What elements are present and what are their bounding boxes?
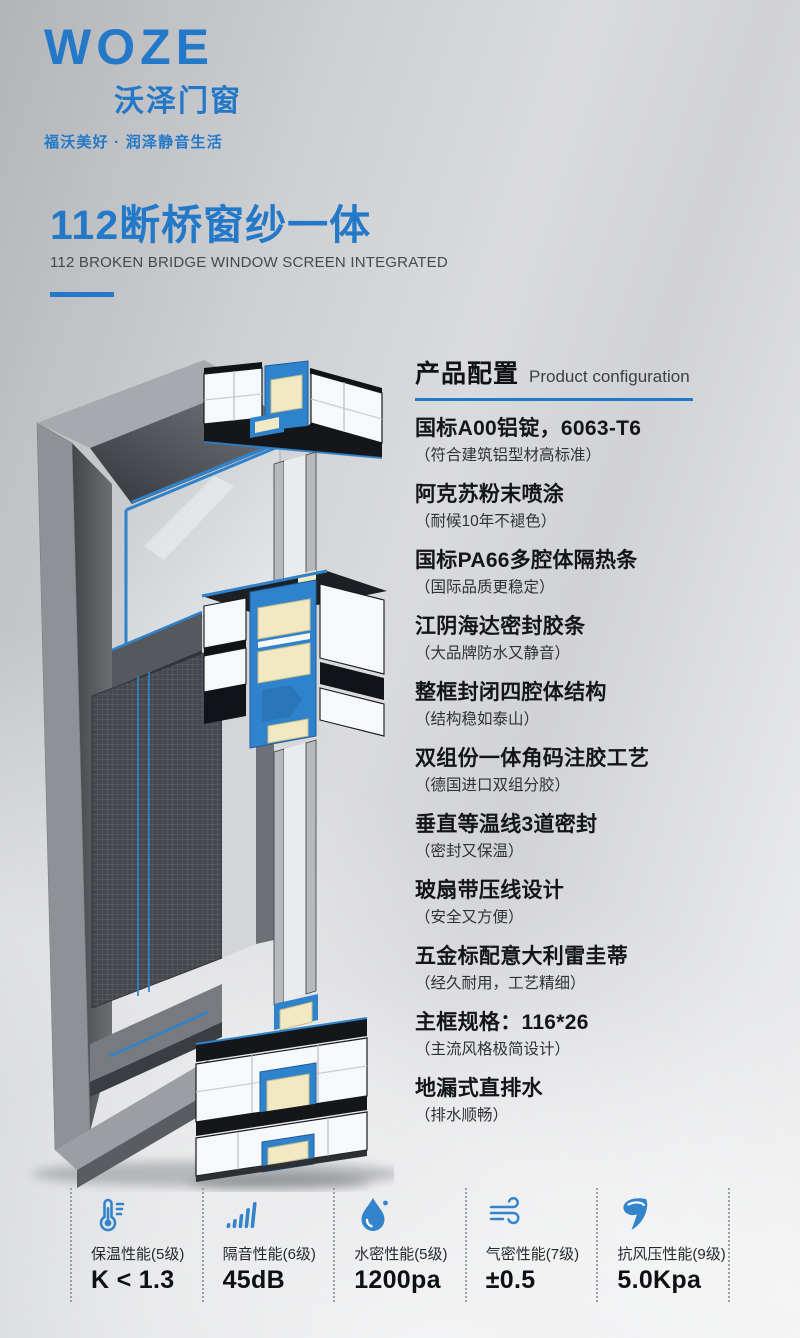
config-heading: 产品配置	[415, 360, 520, 388]
config-item: 国标PA66多腔体隔热条 （国际品质更稳定）	[415, 547, 693, 599]
product-render	[22, 344, 402, 1192]
config-item: 整框封闭四腔体结构 （结构稳如泰山）	[415, 679, 693, 731]
config-item-title: 垂直等温线3道密封	[415, 813, 598, 836]
spec-label: 水密性能(5级)	[354, 1246, 448, 1263]
config-item-desc: （结构稳如泰山）	[415, 711, 540, 728]
config-item: 地漏式直排水 （排水顺畅）	[415, 1075, 693, 1127]
config-item: 江阴海达密封胶条 （大品牌防水又静音）	[415, 613, 693, 665]
performance-specs: 保温性能(5级) K < 1.3 隔音性能(6级) 45dB	[70, 1188, 730, 1302]
config-item-desc: （排水顺畅）	[415, 1107, 509, 1124]
config-item-title: 江阴海达密封胶条	[415, 615, 586, 638]
config-item-title: 玻扇带压线设计	[415, 879, 565, 902]
brand-tagline: 福沃美好 · 润泽静音生活	[44, 134, 223, 151]
config-item-title: 阿克苏粉末喷涂	[415, 483, 565, 506]
config-item: 主框规格：116*26 （主流风格极简设计）	[415, 1009, 693, 1061]
spec-value: 5.0Kpa	[617, 1266, 702, 1294]
spec-item: 抗风压性能(9级) 5.0Kpa	[596, 1188, 730, 1302]
spec-label: 保温性能(5级)	[91, 1246, 185, 1263]
brand-name-cn: 沃泽门窗	[114, 85, 242, 118]
config-item-title: 整框封闭四腔体结构	[415, 681, 607, 704]
config-heading-en: Product configuration	[529, 367, 690, 387]
brand-logo: WOZE 沃泽门窗 福沃美好 · 润泽静音生活	[44, 22, 242, 152]
spec-value: 1200pa	[354, 1266, 441, 1294]
spec-label: 抗风压性能(9级)	[617, 1246, 726, 1263]
window-profile-illustration	[32, 360, 402, 1190]
page-title: 112断桥窗纱一体	[50, 202, 372, 248]
spec-value: ±0.5	[485, 1266, 536, 1294]
config-item-desc: （德国进口双组分胶）	[415, 777, 571, 794]
config-item-title: 地漏式直排水	[415, 1077, 543, 1100]
config-item-desc: （经久耐用，工艺精细）	[415, 975, 586, 992]
spec-label: 隔音性能(6级)	[222, 1246, 316, 1263]
config-item-title: 五金标配意大利雷圭蒂	[415, 945, 628, 968]
tornado-icon	[617, 1194, 657, 1234]
config-item-title: 国标PA66多腔体隔热条	[415, 549, 638, 572]
config-item: 五金标配意大利雷圭蒂 （经久耐用，工艺精细）	[415, 943, 693, 995]
brand-name: WOZE	[44, 19, 214, 75]
wind-icon	[486, 1194, 526, 1234]
config-item-desc: （大品牌防水又静音）	[415, 645, 571, 662]
title-block: 112断桥窗纱一体 112 BROKEN BRIDGE WINDOW SCREE…	[50, 205, 448, 297]
config-item: 垂直等温线3道密封 （密封又保温）	[415, 811, 693, 863]
page-subtitle: 112 BROKEN BRIDGE WINDOW SCREEN INTEGRAT…	[50, 254, 448, 271]
title-accent-bar	[50, 292, 114, 297]
config-item-desc: （耐候10年不褪色）	[415, 513, 557, 530]
config-item: 阿克苏粉末喷涂 （耐候10年不褪色）	[415, 481, 693, 533]
spec-value: 45dB	[222, 1266, 285, 1294]
sound-bars-icon	[223, 1194, 263, 1234]
spec-label: 气密性能(7级)	[485, 1246, 580, 1263]
config-item-desc: （密封又保温）	[415, 843, 524, 860]
config-item-title: 主框规格：116*26	[415, 1011, 589, 1034]
config-item-desc: （国际品质更稳定）	[415, 579, 555, 596]
config-item: 双组份一体角码注胶工艺 （德国进口双组分胶）	[415, 745, 693, 797]
spec-item: 保温性能(5级) K < 1.3	[70, 1188, 202, 1302]
config-item: 国标A00铝锭，6063-T6 （符合建筑铝型材高标准）	[415, 415, 693, 467]
config-item-title: 双组份一体角码注胶工艺	[415, 747, 650, 770]
config-item-desc: （主流风格极简设计）	[415, 1041, 571, 1058]
spec-item: 气密性能(7级) ±0.5	[464, 1188, 597, 1302]
spec-item: 隔音性能(6级) 45dB	[201, 1188, 334, 1302]
config-item: 玻扇带压线设计 （安全又方便）	[415, 877, 693, 929]
thermometer-icon	[91, 1194, 131, 1234]
spec-item: 水密性能(5级) 1200pa	[333, 1188, 465, 1302]
config-header: 产品配置 Product configuration	[415, 362, 693, 401]
spec-value: K < 1.3	[91, 1266, 175, 1294]
water-drop-icon	[354, 1194, 394, 1234]
product-configuration: 产品配置 Product configuration 国标A00铝锭，6063-…	[415, 362, 693, 1127]
config-item-desc: （安全又方便）	[415, 909, 524, 926]
config-item-title: 国标A00铝锭，6063-T6	[415, 417, 642, 440]
config-item-desc: （符合建筑铝型材高标准）	[415, 447, 602, 464]
